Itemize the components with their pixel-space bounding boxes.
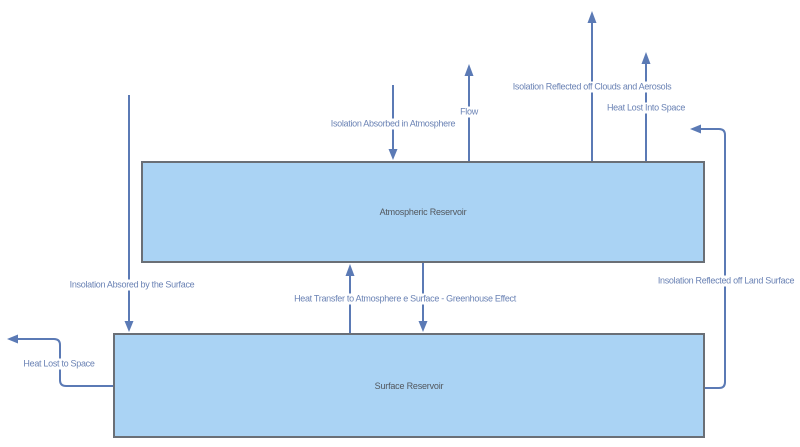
label-flow: Flow bbox=[458, 106, 480, 118]
label-heat-lost-into-space: Heat Lost Into Space bbox=[604, 102, 688, 114]
label-insolation-absorbed-in-atmosphere: Isolation Absorbed in Atmosphere bbox=[328, 118, 458, 130]
surface-reservoir-label: Surface Reservoir bbox=[374, 380, 444, 391]
surface-reservoir-box: Surface Reservoir bbox=[113, 333, 705, 438]
arrow-up-head bbox=[464, 64, 474, 76]
arrow-left-head bbox=[690, 124, 701, 134]
arrow-up-head bbox=[345, 264, 355, 276]
arrow-up-head bbox=[587, 11, 597, 23]
label-insolation-reflected-clouds-aerosols: Isolation Reflected off Clouds and Aeros… bbox=[510, 81, 674, 93]
arrow-down-head bbox=[418, 321, 428, 332]
arrow-up-head bbox=[641, 52, 651, 64]
atmospheric-reservoir-box: Atmospheric Reservoir bbox=[141, 161, 705, 263]
arrow-reflected-land-surface-line bbox=[700, 128, 726, 389]
label-heat-lost-to-space: Heat Lost to Space bbox=[21, 358, 97, 370]
label-insolation-absorbed-by-surface: Insolation Absored by the Surface bbox=[67, 279, 197, 291]
atmospheric-reservoir-label: Atmospheric Reservoir bbox=[379, 207, 467, 217]
label-heat-transfer-greenhouse-effect: Heat Transfer to Atmosphere e Surface - … bbox=[292, 293, 518, 305]
arrow-left-head bbox=[7, 334, 18, 344]
arrow-down-head bbox=[388, 149, 398, 160]
arrow-down-head bbox=[124, 321, 134, 332]
label-insolation-reflected-land-surface: Insolation Reflected off Land Surface bbox=[655, 275, 797, 287]
